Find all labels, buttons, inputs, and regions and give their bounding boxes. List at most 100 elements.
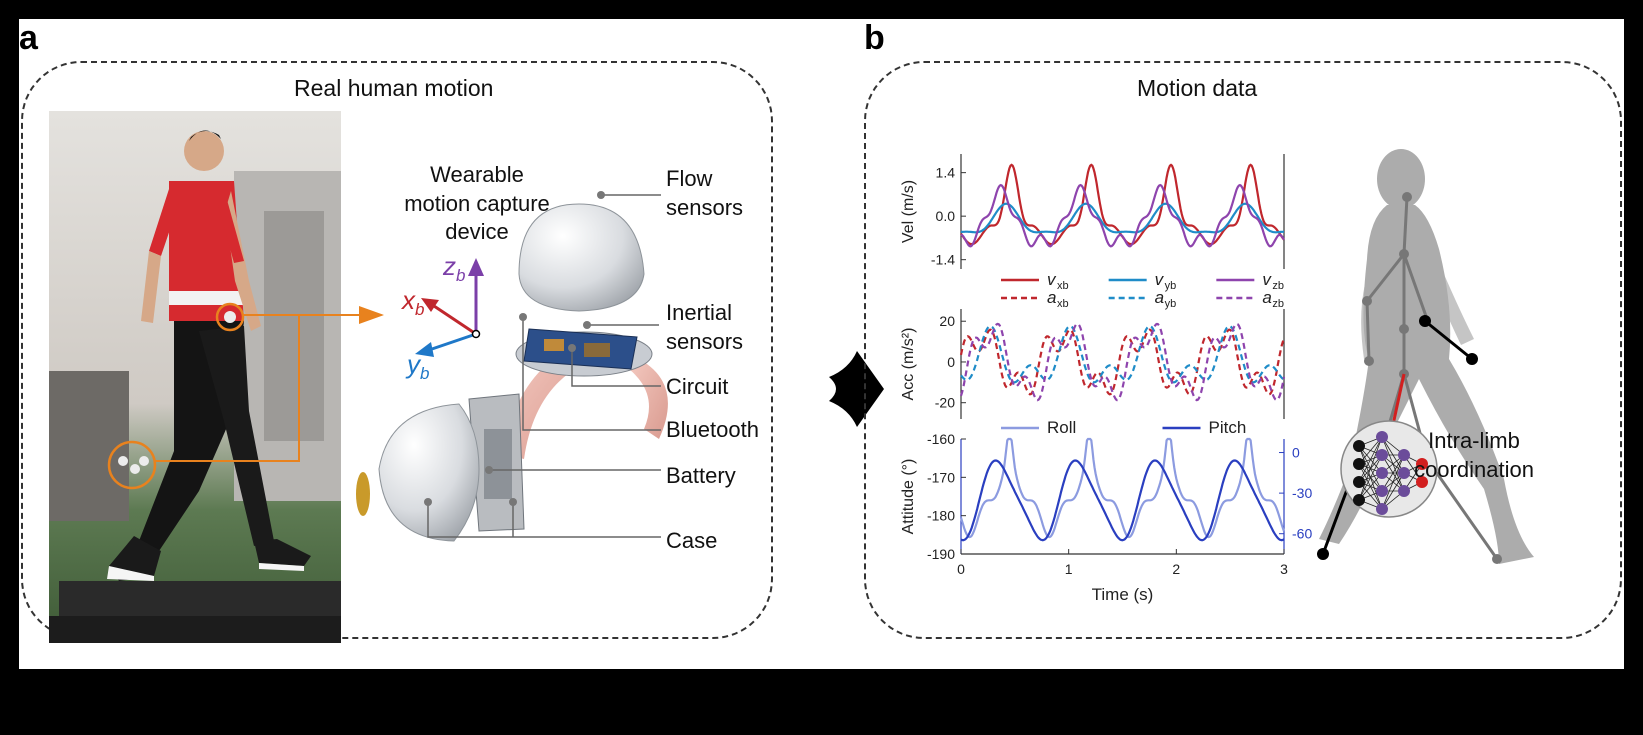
human-silhouette [1319,149,1534,564]
panel-a-letter: a [19,19,38,57]
chart-0-series-2 [960,183,1285,248]
chart-0-series-1 [960,202,1285,234]
nn-node-layer-1 [1376,485,1388,497]
part-leader-lines [424,191,661,538]
chart-2-series-0 [959,437,1286,539]
chart-0-legend-label-0: v [1047,270,1057,289]
chart-xtick-1: 1 [1065,561,1073,577]
chart-2-ytick-2: -180 [927,508,955,524]
x-axis-sub: b [415,300,425,320]
panel-b-frame [864,61,1622,639]
chart-1-ytick-0: 20 [939,313,955,329]
chart-0-ytick-2: -1.4 [931,252,955,268]
nn-node-layer-3 [1416,476,1428,488]
highlight-connectors [155,306,384,462]
nn-edge [1381,472,1405,510]
panel-b-title: Motion data [1137,75,1258,101]
wearable-label-line-1: Wearable [430,162,524,187]
nn-node-layer-2 [1398,449,1410,461]
battery-label: Battery [666,463,736,488]
coordination-label-line-2: coordination [1414,456,1534,482]
body-frame-axes [415,258,484,357]
y-axis-sub: b [420,364,430,384]
flow-label-line-1: Flow [666,166,713,191]
chart-1-legend-sub-0: xb [1057,298,1069,310]
inertial-sensors-label: Inertial sensors [666,299,743,356]
chart-2-ytick-3: -190 [927,546,955,562]
y-axis-letter: y [407,349,420,379]
nn-node-layer-3 [1416,458,1428,470]
nn-node-layer-1 [1376,431,1388,443]
ankle-joint [1317,548,1329,560]
neural-network-nodes [1353,431,1428,515]
wrist-strap [504,349,584,459]
nn-node-layer-1 [1376,467,1388,479]
wearable-device-label: Wearable motion capture device [397,161,557,247]
case-shell [378,403,480,542]
nn-node-layer-0 [1353,494,1365,506]
chart-xtick-0: 0 [957,561,965,577]
inertial-label-line-2: sensors [666,328,744,354]
z-axis-letter: z [443,251,456,281]
x-axis-letter: x [402,285,415,315]
y-axis-label: yb [407,349,429,384]
nn-node-layer-2 [1398,467,1410,479]
elbow-joint [1419,315,1431,327]
nn-node-layer-0 [1353,476,1365,488]
nn-edge [1381,454,1405,510]
circuit-label: Circuit [666,374,729,399]
z-axis-label: zb [443,251,465,286]
chart-1-series-0 [959,328,1286,396]
figure-canvas: a Real human motion [19,19,1624,669]
chart-1-legend-label-0: a [1047,288,1056,307]
chart-1-ytick-1: 0 [947,354,955,370]
chart-1-ytick-2: -20 [935,395,955,411]
wearable-label-line-3: device [445,219,509,245]
chart-0-legend-sub-0: xb [1057,280,1069,292]
nn-edge [1358,436,1383,483]
top-dome-shell [518,203,645,312]
skeleton-figure [1317,149,1534,564]
inertial-label-line-1: Inertial [666,300,733,325]
chart-2-ytick-1: -170 [927,469,955,485]
panel-a-frame [21,61,773,639]
wrist-strap-back [629,359,668,439]
nn-edge [1358,436,1383,501]
chart-right-tick-2: -60 [1292,526,1312,542]
chart-2-ytick-0: -160 [927,431,955,447]
chart-0-legend-label-1: v [1155,270,1165,289]
chart-xtick-2: 2 [1172,561,1180,577]
case-label: Case [666,528,718,553]
chart-2-ylabel: Attitude (°) [900,459,917,535]
chart-0-ytick-1: 0.0 [936,208,956,224]
nn-node-layer-0 [1353,440,1365,452]
chart-1-series-2 [959,322,1286,402]
nn-edge [1381,454,1405,492]
nn-node-layer-1 [1376,449,1388,461]
chart-xtick-3: 3 [1280,561,1288,577]
exploded-device-drawing [356,203,668,542]
chart-0-legend-label-2: v [1262,270,1272,289]
bluetooth-label: Bluetooth [666,417,759,442]
walking-person-photo [49,111,341,643]
chart-1-legend-label-1: a [1155,288,1164,307]
chart-0-legend-sub-2: zb [1272,280,1284,292]
chart-1-legend-sub-1: yb [1165,298,1177,310]
coordination-label-line-1: Intra-limb [1428,428,1520,453]
chart-0-legend-sub-1: yb [1165,280,1177,292]
nn-node-layer-2 [1398,485,1410,497]
chart-1-legend-label-2: a [1262,288,1271,307]
flow-sensors-label: Flow sensors [666,165,743,222]
battery-cell [484,429,512,499]
panel-a-title: Real human motion [294,75,494,101]
panel-b-letter: b [864,19,885,57]
chart-xlabel: Time (s) [1092,585,1154,604]
tracked-forearm [1424,319,1473,361]
nn-node-layer-1 [1376,503,1388,515]
x-axis-label: xb [402,285,424,320]
chart-right-tick-1: -30 [1292,485,1312,501]
chart-1-legend-sub-2: zb [1272,298,1284,310]
chart-2-legend-label-1: Pitch [1209,418,1247,437]
flow-label-line-2: sensors [666,194,744,220]
panel-transition-arrow [829,351,884,427]
